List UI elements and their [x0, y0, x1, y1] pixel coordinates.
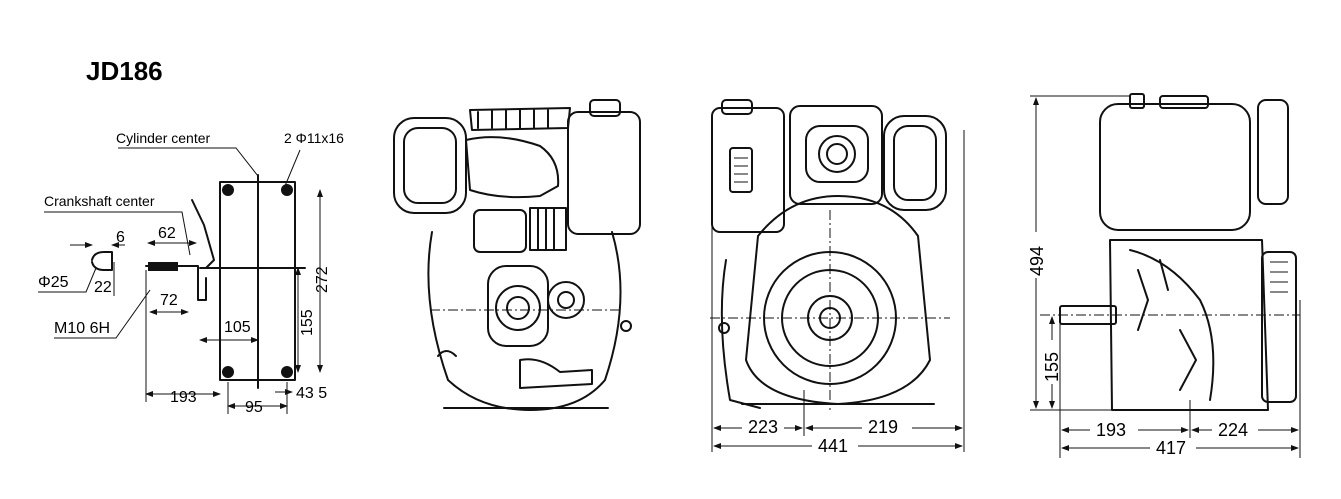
flange-edge — [191, 199, 215, 269]
shaft-thread-label: M10 6H — [54, 320, 110, 337]
dim-193: 193 — [170, 389, 197, 406]
dim-22: 22 — [94, 279, 112, 296]
mount-hole — [222, 366, 234, 378]
dim-72: 72 — [160, 292, 178, 309]
dim-272: 272 — [314, 266, 331, 293]
model-title: JD186 — [86, 56, 163, 86]
mount-hole — [222, 184, 234, 196]
engine-end-view: 494 155 193 224 417 — [1024, 93, 1301, 458]
dim-105: 105 — [224, 319, 251, 336]
end-dim-right: 224 — [1218, 420, 1248, 440]
dim-6: 6 — [116, 229, 125, 246]
end-dim-left: 193 — [1096, 420, 1126, 440]
shaft-key-detail — [91, 251, 113, 271]
dim-95: 95 — [245, 399, 263, 416]
dim-43-5: 43 5 — [296, 385, 327, 402]
crankshaft-center-label: Crankshaft center — [44, 193, 155, 209]
mount-holes-label: 2 Φ11x16 — [284, 130, 344, 146]
end-dim-shaft-height: 155 — [1042, 352, 1062, 382]
engine-front-view — [393, 99, 641, 411]
mount-hole — [281, 184, 293, 196]
dim-155: 155 — [299, 309, 316, 336]
side-dim-left: 223 — [748, 417, 778, 437]
end-dim-total: 417 — [1156, 438, 1186, 458]
shaft-dia-label: Φ25 — [38, 274, 69, 291]
shaft-profile — [145, 265, 207, 301]
cylinder-center-label: Cylinder center — [116, 130, 210, 146]
mount-hole — [281, 366, 293, 378]
mount-holes-leader — [284, 149, 301, 187]
footprint-schematic: Cylinder center 2 Φ11x16 Crankshaft cent… — [38, 130, 344, 416]
side-dim-right: 219 — [868, 417, 898, 437]
side-dim-total: 441 — [818, 436, 848, 456]
dim-62: 62 — [158, 225, 176, 242]
end-dim-height: 494 — [1027, 246, 1047, 276]
engine-side-view: 223 219 441 — [710, 99, 965, 456]
cylinder-center-leader — [118, 147, 259, 177]
